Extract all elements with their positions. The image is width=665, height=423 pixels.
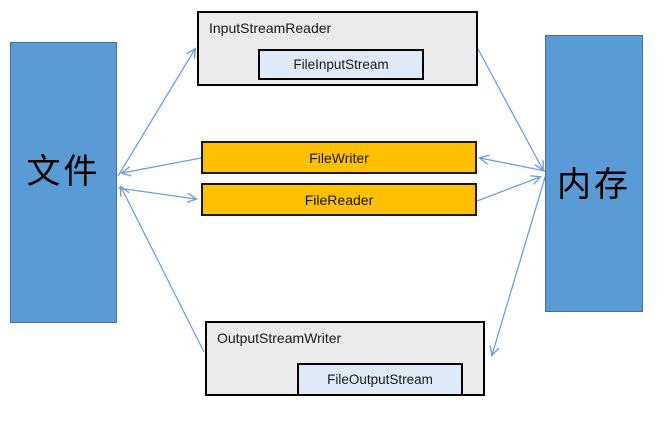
edge-filewriter-to-file [119,157,202,177]
node-fileoutputstream: FileOutputStream [297,363,463,396]
edge-filereader-to-memory [476,175,542,202]
node-filewriter: FileWriter [201,141,477,174]
fileoutputstream-label: FileOutputStream [327,372,433,387]
node-fileinputstream: FileInputStream [258,49,424,80]
edge-inputstreamreader-to-memory [477,48,545,172]
edge-file-to-filereader [117,187,199,203]
node-file-label: 文件 [26,153,101,191]
edge-memory-to-filewriter [477,154,546,172]
node-memory: 内存 [545,35,643,312]
filewriter-label: FileWriter [309,149,369,166]
edge-memory-to-outputstreamwriter [489,173,547,358]
inputstreamreader-label: InputStreamReader [209,20,332,36]
outputstreamwriter-label: OutputStreamWriter [217,330,342,346]
filereader-label: FileReader [304,191,374,208]
node-filereader: FileReader [201,183,477,216]
node-outputstreamwriter: OutputStreamWriter FileOutputStream [205,321,485,396]
node-file: 文件 [10,42,117,323]
node-memory-label: 内存 [557,165,631,204]
edge-outputstreamwriter-to-file [120,185,205,353]
node-inputstreamreader: InputStreamReader FileInputStream [197,11,478,86]
fileinputstream-label: FileInputStream [293,57,389,72]
edge-file-to-inputstreamreader [117,47,197,177]
